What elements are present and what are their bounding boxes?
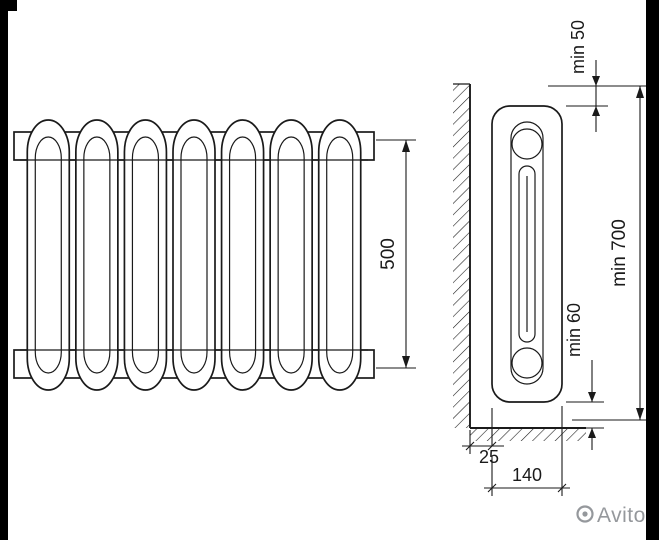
radiator-section-outline xyxy=(123,119,168,391)
watermark: Avito xyxy=(576,504,646,527)
dimension-top-clearance: min 50 xyxy=(548,20,648,132)
radiator-section-inner xyxy=(34,136,62,374)
radiator-section-inner xyxy=(180,136,208,374)
dimension-label-bottom-clearance: min 60 xyxy=(564,303,584,357)
dimension-depth: 140 xyxy=(484,406,570,496)
radiator-section-outline xyxy=(220,119,265,391)
section-inner-contour xyxy=(510,121,544,385)
dimension-label-depth: 140 xyxy=(512,465,542,485)
radiator-section-outline xyxy=(317,119,362,391)
radiator-side-view xyxy=(453,83,586,441)
tick-mark xyxy=(557,483,567,493)
floor-hatch xyxy=(470,429,586,441)
arrowhead-down-icon xyxy=(402,356,410,368)
dimension-height-500: 500 xyxy=(376,139,416,369)
radiator-section-inner xyxy=(228,136,257,374)
dimension-label-wall-gap: 25 xyxy=(479,447,499,467)
radiator-sections xyxy=(26,119,362,391)
radiator-section-outline xyxy=(172,119,216,391)
watermark-label: Avito xyxy=(597,504,646,527)
radiator-section-inner xyxy=(326,136,354,374)
arrowhead-up-icon xyxy=(588,428,596,438)
radiator-section-inner xyxy=(131,136,160,374)
radiator-section-inner xyxy=(83,136,111,374)
bottom-nipple-circle xyxy=(511,347,543,379)
radiator-section-outline xyxy=(75,119,119,391)
tick-mark xyxy=(487,483,497,493)
dimension-label-height: 500 xyxy=(378,238,399,270)
arrowhead-up-icon xyxy=(402,140,410,152)
arrowhead-up-icon xyxy=(636,86,644,98)
tick-mark xyxy=(465,441,475,451)
top-nipple-circle xyxy=(511,128,543,160)
radiator-section-inner xyxy=(277,136,305,374)
dimension-wall-height: min 700 xyxy=(572,86,648,421)
column-slot xyxy=(518,165,536,343)
dimension-label-top-clearance: min 50 xyxy=(568,20,588,74)
left-frame-bar xyxy=(0,0,8,540)
radiator-section-outline xyxy=(269,119,313,391)
radiator-front-view xyxy=(13,119,375,391)
avito-logo-dot-icon xyxy=(582,511,588,517)
dimension-wall-gap: 25 xyxy=(462,408,504,467)
dimension-bottom-clearance: min 60 xyxy=(564,303,604,450)
arrowhead-down-icon xyxy=(592,76,600,86)
arrowhead-down-icon xyxy=(636,408,644,420)
top-left-frame-notch xyxy=(0,0,17,11)
tick-mark xyxy=(487,441,497,451)
wall-hatch xyxy=(453,84,470,428)
dimension-label-wall-height: min 700 xyxy=(609,219,630,287)
right-frame-bar xyxy=(646,0,659,540)
radiator-section-outline xyxy=(26,119,71,391)
avito-logo-icon xyxy=(576,505,594,523)
arrowhead-down-icon xyxy=(588,392,596,402)
